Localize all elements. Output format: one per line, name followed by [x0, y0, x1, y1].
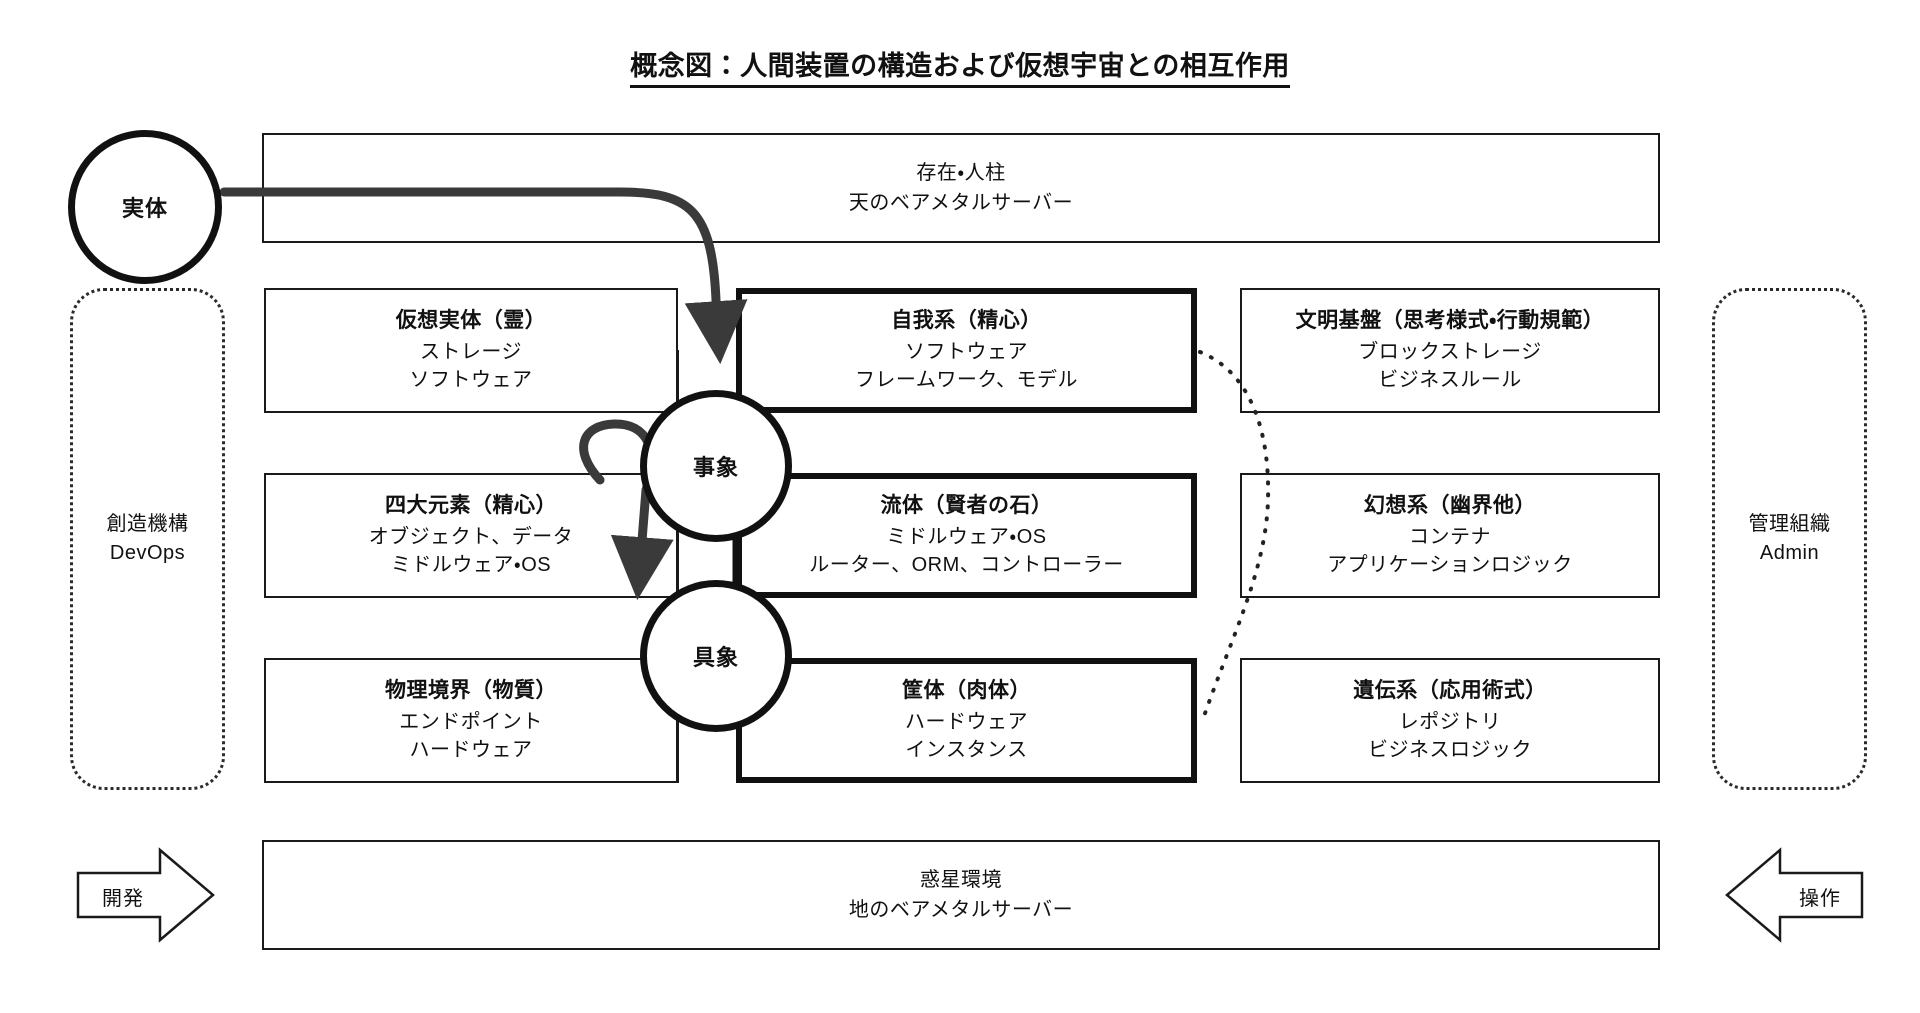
box-illusion-system: 幻想系（幽界他） コンテナ アプリケーションロジック [1240, 473, 1660, 598]
top-bar-line2: 天のベアメタルサーバー [848, 192, 1074, 214]
circle-entity-label: 実体 [121, 196, 168, 221]
box-physical-boundary-heading: 物理境界（物質） [385, 679, 557, 703]
box-chassis-body: 筐体（肉体） ハードウェア インスタンス [736, 658, 1197, 783]
circle-concrete-label: 具象 [692, 645, 739, 670]
box-genetic-heading: 遺伝系（応用術式） [1353, 679, 1547, 703]
box-ego-system-line2: フレームワーク、モデル [854, 369, 1079, 392]
box-four-elements-line2: ミドルウェア・OS [390, 554, 552, 577]
side-panel-devops-line1: 創造機構 [106, 513, 189, 535]
box-fluid-heading: 流体（賢者の石） [880, 494, 1053, 518]
box-fluid-philosophers-stone: 流体（賢者の石） ミドルウェア・OS ルーター、ORM、コントローラー [736, 473, 1197, 598]
bottom-bar-line1: 惑星環境 [920, 869, 1002, 891]
box-chassis-line1: ハードウェア [905, 711, 1028, 734]
top-bar-line1: 存在・人柱 [916, 162, 1006, 184]
side-panel-devops-line2: DevOps [109, 542, 186, 564]
box-genetic-system: 遺伝系（応用術式） レポジトリ ビジネスロジック [1240, 658, 1660, 783]
box-illusion-heading: 幻想系（幽界他） [1364, 494, 1536, 518]
box-illusion-line2: アプリケーションロジック [1327, 554, 1573, 577]
page-title-text: 概念図：人間装置の構造および仮想宇宙との相互作用 [630, 51, 1290, 88]
box-virtual-entity-line1: ストレージ [419, 341, 523, 364]
box-ego-system-heading: 自我系（精心） [891, 309, 1042, 333]
bottom-bar-line2: 地のベアメタルサーバー [848, 899, 1074, 921]
box-four-elements-heading: 四大元素（精心） [385, 494, 557, 518]
box-chassis-heading: 筐体（肉体） [902, 679, 1031, 703]
side-panel-admin-line1: 管理組織 [1748, 513, 1831, 535]
side-panel-admin: 管理組織 Admin [1712, 288, 1867, 790]
box-genetic-line1: レポジトリ [1398, 711, 1502, 734]
box-genetic-line2: ビジネスロジック [1368, 739, 1532, 762]
box-illusion-line1: コンテナ [1409, 526, 1491, 549]
circle-phenomenon-label: 事象 [692, 455, 739, 480]
circle-entity: 実体 [68, 130, 222, 284]
box-civilization-heading: 文明基盤（思考様式・行動規範） [1295, 309, 1605, 333]
bottom-bar-earth: 惑星環境 地のベアメタルサーバー [262, 840, 1660, 950]
box-virtual-entity-line2: ソフトウェア [409, 369, 533, 392]
box-civilization-base: 文明基盤（思考様式・行動規範） ブロックストレージ ビジネスルール [1240, 288, 1660, 413]
page-title: 概念図：人間装置の構造および仮想宇宙との相互作用 [0, 44, 1920, 88]
box-four-elements-line1: オブジェクト、データ [368, 526, 574, 549]
box-ego-system: 自我系（精心） ソフトウェア フレームワーク、モデル [736, 288, 1197, 413]
side-panel-devops: 創造機構 DevOps [70, 288, 225, 790]
box-civilization-line1: ブロックストレージ [1358, 341, 1542, 364]
box-fluid-line2: ルーター、ORM、コントローラー [809, 554, 1124, 577]
box-physical-boundary-line1: エンドポイント [399, 711, 543, 734]
box-ego-system-line1: ソフトウェア [905, 341, 1028, 364]
circle-concrete: 具象 [640, 580, 792, 732]
side-panel-admin-line2: Admin [1759, 542, 1820, 564]
top-bar-heaven: 存在・人柱 天のベアメタルサーバー [262, 133, 1660, 243]
box-civilization-line2: ビジネスルール [1378, 369, 1522, 392]
flow-arrow-development-label: 開発 [102, 888, 144, 910]
box-fluid-line1: ミドルウェア・OS [886, 526, 1047, 549]
flow-arrow-operation-label: 操作 [1799, 888, 1841, 910]
box-physical-boundary: 物理境界（物質） エンドポイント ハードウェア [264, 658, 678, 783]
box-chassis-line2: インスタンス [905, 739, 1028, 762]
box-virtual-entity-heading: 仮想実体（霊） [395, 309, 547, 333]
box-virtual-entity: 仮想実体（霊） ストレージ ソフトウェア [264, 288, 678, 413]
circle-phenomenon: 事象 [640, 390, 792, 542]
box-four-elements: 四大元素（精心） オブジェクト、データ ミドルウェア・OS [264, 473, 678, 598]
box-physical-boundary-line2: ハードウェア [409, 739, 533, 762]
